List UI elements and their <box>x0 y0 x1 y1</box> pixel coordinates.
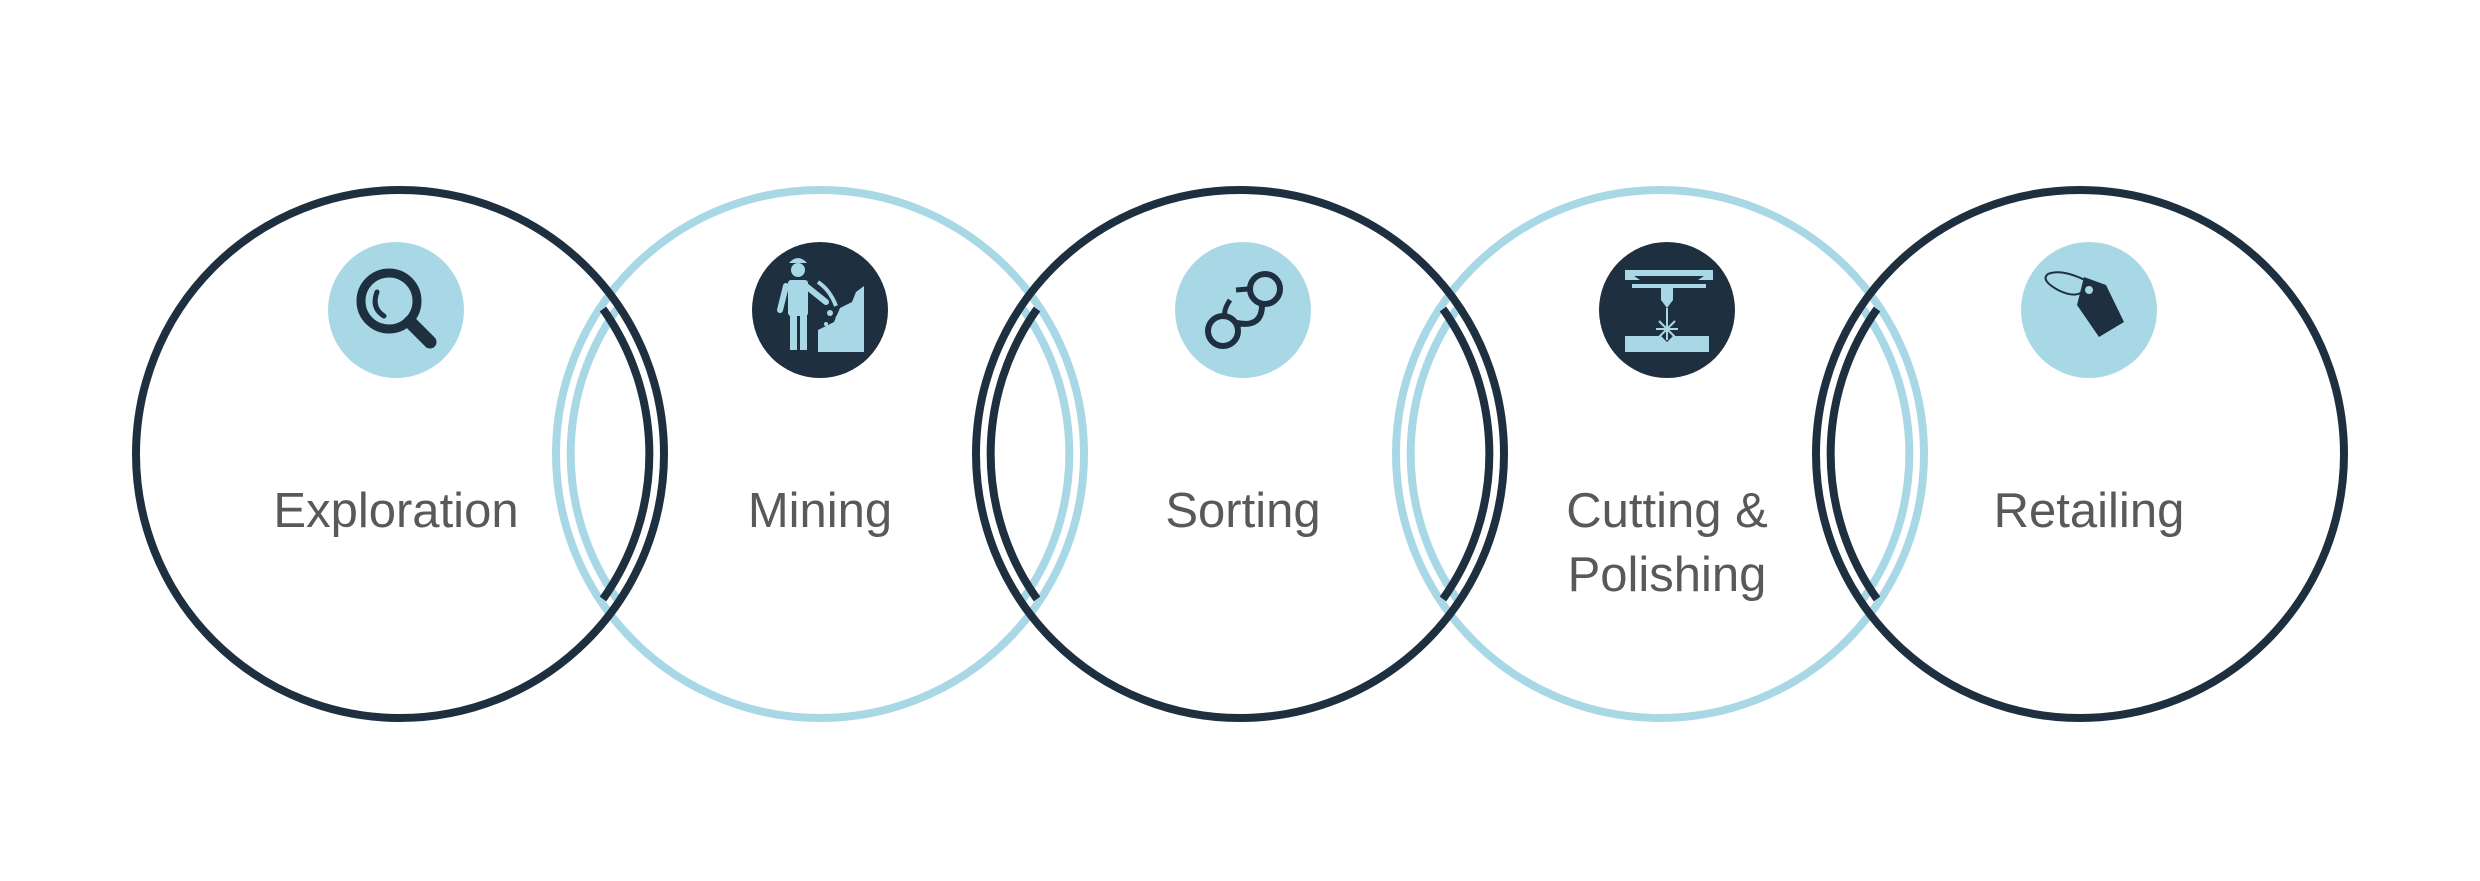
badge-exploration <box>328 242 464 378</box>
ring-echo-cutting-left <box>1406 306 1461 602</box>
ring-echo-cutting-right <box>1859 306 1914 602</box>
ring-cutting-polishing <box>1392 186 1928 722</box>
step-label-mining: Mining <box>747 484 893 538</box>
ring-sorting <box>972 186 1508 722</box>
badge-sorting <box>1175 242 1311 378</box>
badge-retailing <box>2021 242 2157 378</box>
step-label-retailing: Retailing <box>1993 484 2185 538</box>
step-label-exploration: Exploration <box>273 484 519 538</box>
ring-echo-exploration-right <box>599 306 654 602</box>
step-label-cutting-polishing: Cutting & Polishing <box>1487 479 1847 607</box>
step-label-cutting-line: Cutting & <box>1566 484 1768 538</box>
magnifier-icon <box>356 268 437 349</box>
ring-echo-retailing-left <box>1826 306 1881 602</box>
ring-exploration <box>132 186 668 722</box>
badge-cutting-polishing <box>1599 242 1735 378</box>
ring-echo-mining-right <box>1019 306 1074 602</box>
miner-icon <box>777 258 864 352</box>
ring-retailing <box>1812 186 2348 722</box>
ring-echo-mining-left <box>566 306 621 602</box>
ring-echo-sorting-right <box>1439 306 1494 602</box>
step-label-polishing-line: Polishing <box>1567 548 1767 602</box>
step-label-sorting: Sorting <box>1165 484 1321 538</box>
badge-mining <box>752 242 888 378</box>
ring-group <box>132 186 2348 722</box>
sorting-rings-icon <box>1205 271 1283 349</box>
ring-mining <box>552 186 1088 722</box>
price-tag-icon <box>2044 271 2124 337</box>
ring-echo-sorting-left <box>986 306 1041 602</box>
laser-cutter-icon <box>1625 270 1713 352</box>
